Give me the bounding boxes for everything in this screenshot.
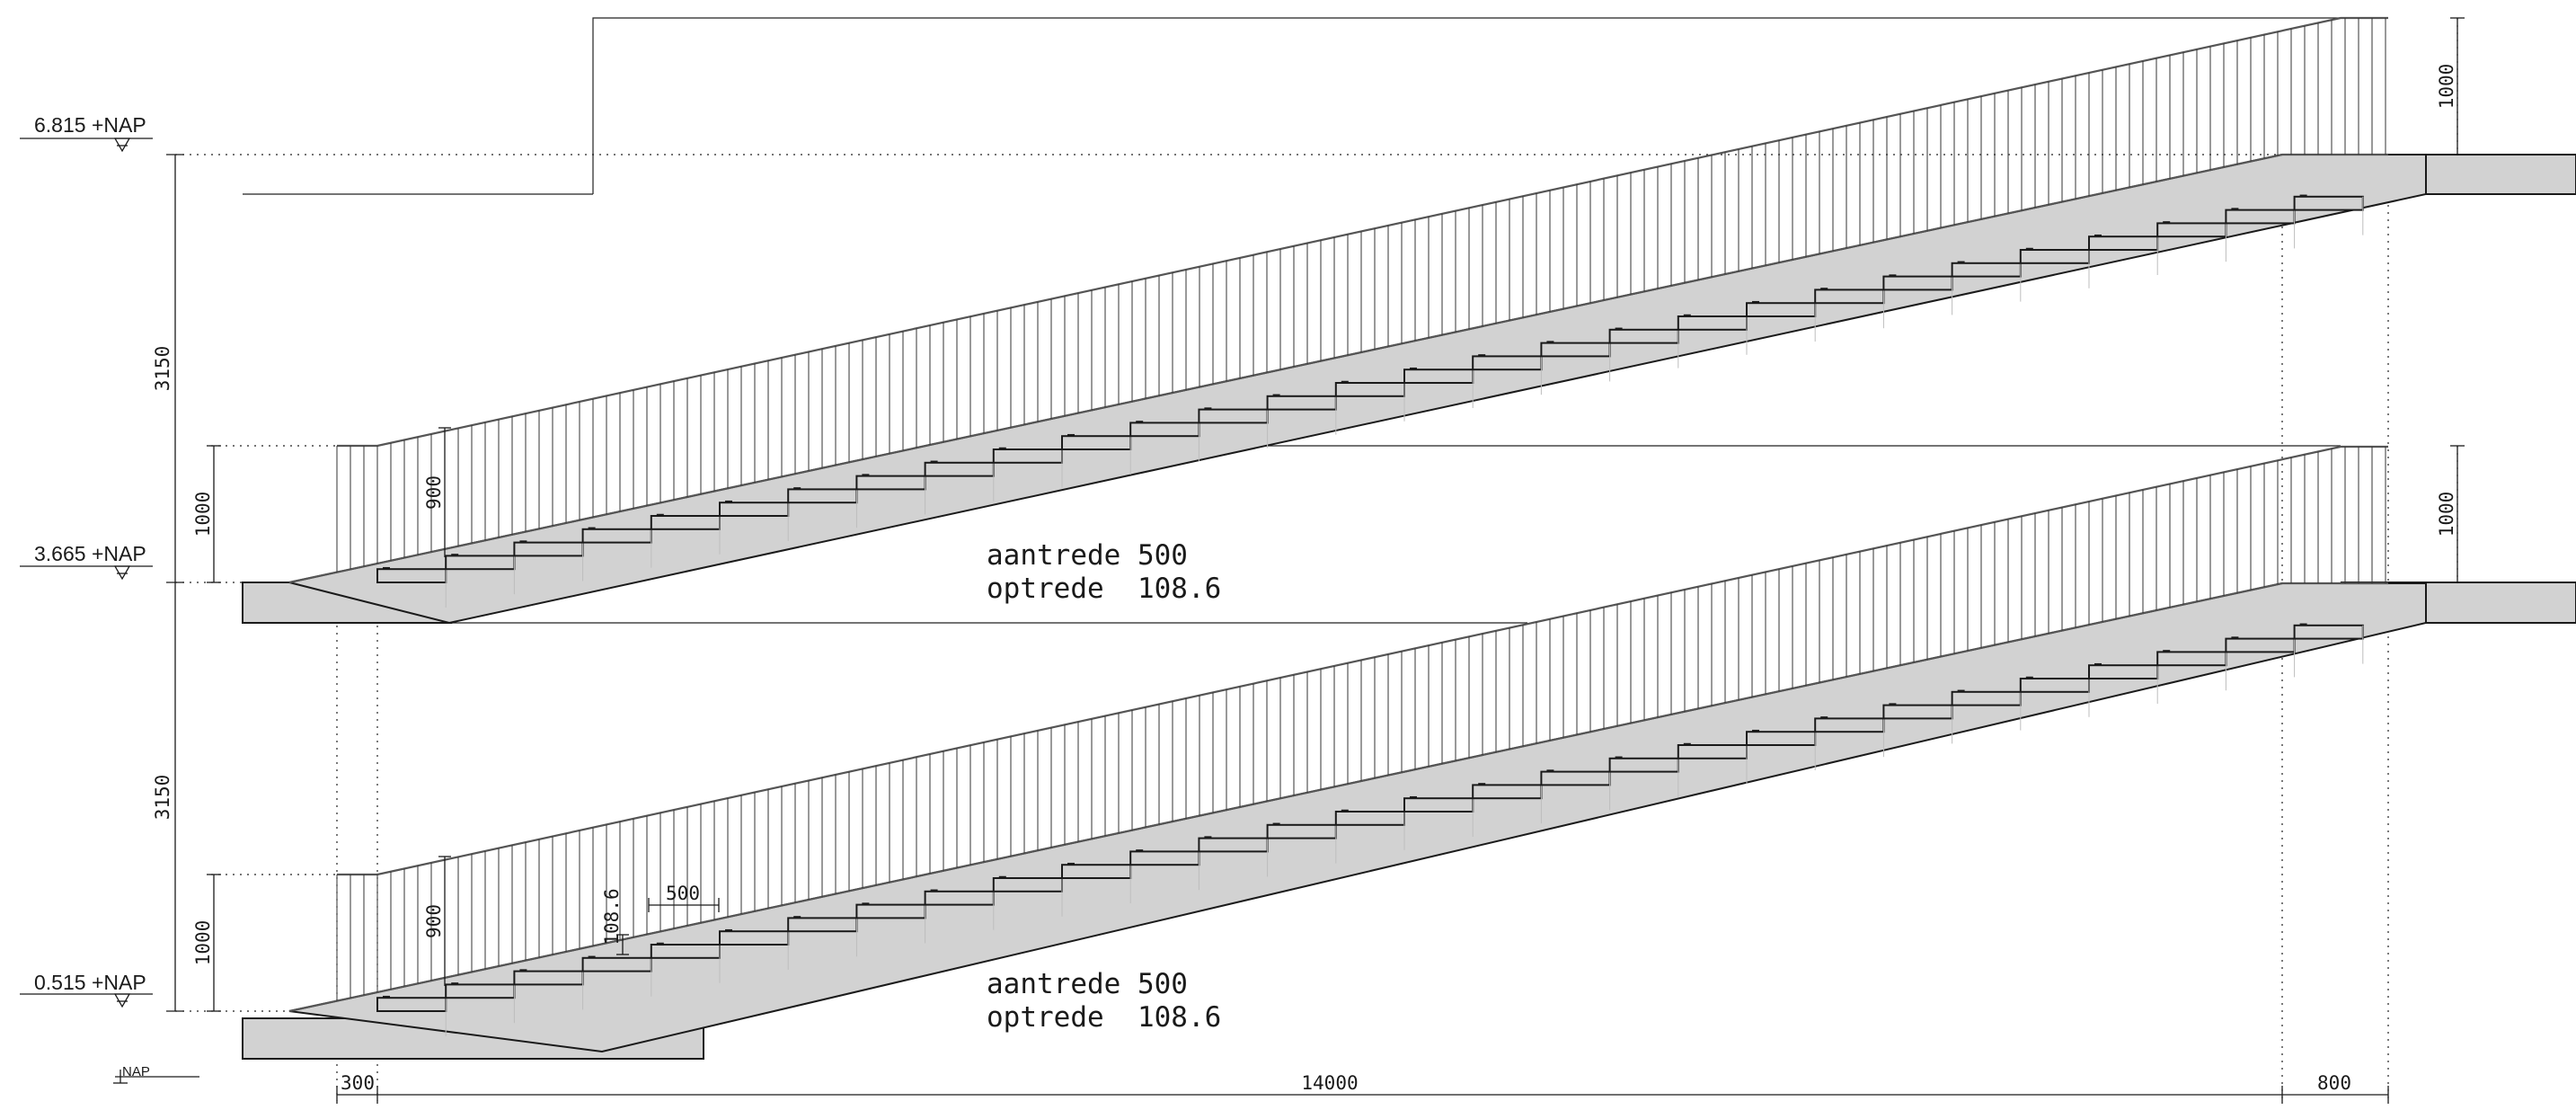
- stair-step: [924, 890, 995, 906]
- stair-step: [1540, 342, 1611, 358]
- stair-step: [1951, 690, 2022, 706]
- level-marker-middle: [20, 565, 153, 581]
- stair-step: [719, 502, 790, 518]
- stair-step: [1746, 302, 1817, 318]
- stair-step: [2088, 235, 2159, 252]
- stair-step: [2293, 624, 2364, 640]
- stair-step: [1334, 382, 1406, 397]
- level-marker-top: [20, 138, 153, 153]
- stair-step: [1061, 435, 1132, 451]
- stair-step: [1608, 328, 1679, 344]
- stair-step: [1334, 811, 1406, 826]
- handrail-top: [337, 445, 2388, 876]
- note-upper-riser: optrede 108.6: [987, 573, 1221, 605]
- stair-step: [1472, 355, 1543, 371]
- handrail-top: [337, 16, 2388, 448]
- stair-step: [2156, 222, 2227, 238]
- dim-rail-inner-lower: 900: [423, 904, 445, 938]
- stair-step: [2293, 195, 2364, 211]
- stair-step: [1129, 422, 1200, 438]
- stair-step: [2156, 651, 2227, 667]
- stair-step: [376, 568, 447, 584]
- dim-span-main: 14000: [1301, 1072, 1358, 1094]
- stair-step: [992, 448, 1064, 464]
- stair-step: [1540, 770, 1611, 786]
- stair-step: [513, 970, 584, 986]
- note-lower-tread: aantrede 500: [987, 968, 1188, 1000]
- level-label-middle: 3.665 +NAP: [34, 542, 146, 565]
- stair-step: [787, 917, 858, 933]
- level-marker-bottom: [20, 993, 153, 1008]
- dim-step-height: 108.6: [601, 888, 623, 945]
- stair-step: [1403, 369, 1474, 385]
- stair-step: [1266, 395, 1337, 411]
- stair-step: [1814, 289, 1885, 305]
- stair-step: [1746, 731, 1817, 747]
- note-upper-tread: aantrede 500: [987, 539, 1188, 572]
- stair-step: [1951, 262, 2022, 278]
- stair-step: [719, 930, 790, 946]
- stair-flight-lower: [288, 582, 2427, 1053]
- stair-step: [650, 515, 721, 530]
- handrail-bottom: [288, 153, 2283, 584]
- stair-step: [1198, 837, 1269, 853]
- dim-span-start: 300: [341, 1072, 375, 1094]
- dim-rail-upper-left: 1000: [192, 492, 214, 537]
- level-label-bottom: 0.515 +NAP: [34, 971, 146, 994]
- stair-step: [1608, 757, 1679, 773]
- stair-step: [924, 461, 995, 477]
- stair-step: [1677, 315, 1748, 331]
- stair-step: [1061, 864, 1132, 880]
- level-label-top: 6.815 +NAP: [34, 113, 146, 137]
- stair-step: [2225, 209, 2296, 225]
- stair-step: [1677, 744, 1748, 759]
- dim-rise-lower: 3150: [152, 775, 173, 821]
- stair-step: [1403, 797, 1474, 813]
- stair-step: [581, 528, 652, 544]
- railing-upper: [288, 16, 2388, 584]
- stair-step: [787, 488, 858, 504]
- stair-step: [376, 997, 447, 1012]
- dim-rail-lower-right: 1000: [2436, 492, 2457, 537]
- dim-step-tread: 500: [666, 883, 700, 904]
- stair-step: [2019, 678, 2091, 693]
- stair-step: [2225, 637, 2296, 653]
- stair-step: [1882, 275, 1953, 291]
- level-triangle-icon: [113, 138, 131, 153]
- dim-rail-lower-left: 1000: [192, 920, 214, 966]
- dim-rise-upper: 3150: [152, 346, 173, 392]
- stair-step: [2088, 664, 2159, 680]
- stair-step: [1198, 408, 1269, 424]
- stair-step: [855, 475, 926, 491]
- stair-step: [1814, 717, 1885, 733]
- stair-step: [1129, 850, 1200, 866]
- stair-flight-upper: [288, 154, 2427, 625]
- stair-step: [992, 877, 1064, 892]
- level-triangle-icon: [113, 565, 131, 581]
- dim-rail-upper-right: 1000: [2436, 64, 2457, 110]
- stair-step: [855, 903, 926, 919]
- stair-step: [650, 944, 721, 959]
- dimension-lines: [166, 17, 2465, 1104]
- stair-step: [581, 956, 652, 972]
- level-label-nap: NAP: [122, 1064, 150, 1079]
- note-lower-riser: optrede 108.6: [987, 1001, 1221, 1034]
- stair-step: [445, 983, 516, 999]
- stair-step: [445, 555, 516, 571]
- stair-step: [1266, 823, 1337, 839]
- level-marker-nap: [113, 1070, 199, 1084]
- handrail-bottom: [288, 582, 2283, 1013]
- stair-step: [2019, 249, 2091, 264]
- stair-step: [513, 541, 584, 557]
- stair-step: [1882, 704, 1953, 720]
- railing-lower: [288, 445, 2388, 1013]
- dim-rail-inner-upper: 900: [423, 475, 445, 510]
- stair-step: [1472, 784, 1543, 800]
- dim-span-end: 800: [2317, 1072, 2351, 1094]
- level-triangle-icon: [113, 993, 131, 1008]
